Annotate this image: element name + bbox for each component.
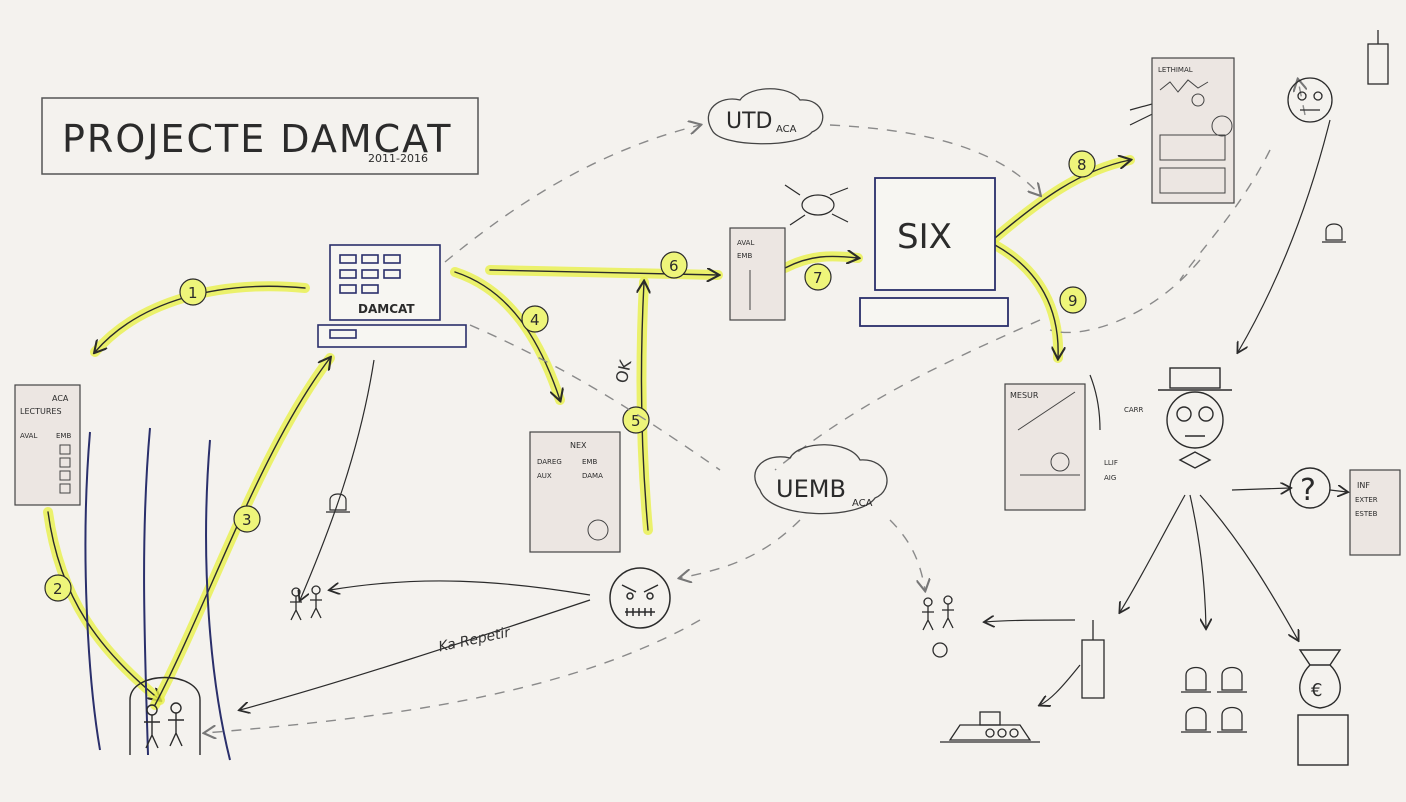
tunnel	[85, 428, 230, 760]
damcat-label: DAMCAT	[358, 302, 415, 316]
svg-text:€: €	[1311, 680, 1322, 701]
svg-text:ESTEB: ESTEB	[1355, 510, 1378, 518]
svg-text:EMB: EMB	[737, 252, 752, 260]
svg-text:UTD: UTD	[726, 109, 772, 134]
step-7: 7	[805, 264, 831, 290]
svg-text:6: 6	[669, 257, 679, 275]
face-icon	[1288, 78, 1332, 122]
svg-text:2: 2	[53, 580, 63, 598]
info-document: INF EXTER ESTEB	[1350, 470, 1400, 555]
svg-text:9: 9	[1068, 292, 1078, 310]
svg-text:LECTURES: LECTURES	[20, 407, 62, 416]
uemb-cloud: UEMB ACA	[755, 445, 887, 514]
svg-text:EMB: EMB	[582, 458, 597, 466]
svg-text:UEMB: UEMB	[776, 475, 846, 503]
svg-text:INF: INF	[1357, 481, 1370, 490]
svg-text:ACA: ACA	[852, 498, 873, 509]
step-3: 3	[234, 506, 260, 532]
submarine-icon	[940, 712, 1040, 742]
six-label: SIX	[897, 217, 952, 257]
svg-text:NEX: NEX	[570, 441, 587, 450]
people-icon-right	[922, 596, 954, 657]
alarm-sirens-icon	[1181, 668, 1247, 733]
svg-text:MESUR: MESUR	[1010, 391, 1039, 400]
insect-icon	[785, 185, 848, 225]
svg-text:8: 8	[1077, 156, 1087, 174]
svg-text:3: 3	[242, 511, 252, 529]
svg-text:AIG: AIG	[1104, 474, 1116, 482]
svg-text:AUX: AUX	[537, 472, 552, 480]
svg-text:ACA: ACA	[776, 124, 797, 135]
svg-text:5: 5	[631, 412, 641, 430]
svg-text:AVAL: AVAL	[20, 432, 37, 440]
step-1: 1	[180, 279, 206, 305]
svg-text:DAREG: DAREG	[537, 458, 562, 466]
svg-text:DAMA: DAMA	[582, 472, 603, 480]
step-8: 8	[1069, 151, 1095, 177]
project-years: 2011-2016	[368, 152, 428, 165]
mesures-document: MESUR CARR LLIF AIG	[1005, 384, 1144, 510]
money-bag-icon: €	[1298, 650, 1348, 765]
title-box: PROJECTE DAMCAT 2011-2016	[42, 98, 478, 174]
svg-text:AVAL: AVAL	[737, 239, 754, 247]
angry-face-icon	[610, 568, 670, 628]
people-icon	[290, 586, 322, 620]
lectures-document: ACA LECTURES AVAL EMB	[15, 385, 80, 505]
monitoring-document: LETHIMAL	[1152, 58, 1234, 203]
svg-text:?: ?	[1300, 473, 1316, 508]
step-9: 9	[1060, 287, 1086, 313]
svg-text:1: 1	[188, 284, 198, 302]
svg-text:4: 4	[530, 311, 540, 329]
svg-text:CARR: CARR	[1124, 406, 1144, 414]
step-4: 4	[522, 306, 548, 332]
nex-document: NEX DAREG EMB AUX DAMA	[530, 432, 620, 552]
step-6: 6	[661, 252, 687, 278]
avis-document: AVAL EMB	[730, 228, 785, 320]
svg-text:LLIF: LLIF	[1104, 459, 1118, 467]
utd-cloud: UTD ACA	[708, 89, 822, 144]
step-2: 2	[45, 575, 71, 601]
question-icon: ?	[1290, 468, 1330, 508]
svg-text:7: 7	[813, 269, 823, 287]
svg-text:ACA: ACA	[52, 394, 69, 403]
svg-text:EXTER: EXTER	[1355, 496, 1378, 504]
damcat-computer	[318, 245, 466, 347]
svg-text:LETHIMAL: LETHIMAL	[1158, 66, 1193, 74]
svg-text:EMB: EMB	[56, 432, 71, 440]
hat-face-icon	[1158, 368, 1232, 468]
